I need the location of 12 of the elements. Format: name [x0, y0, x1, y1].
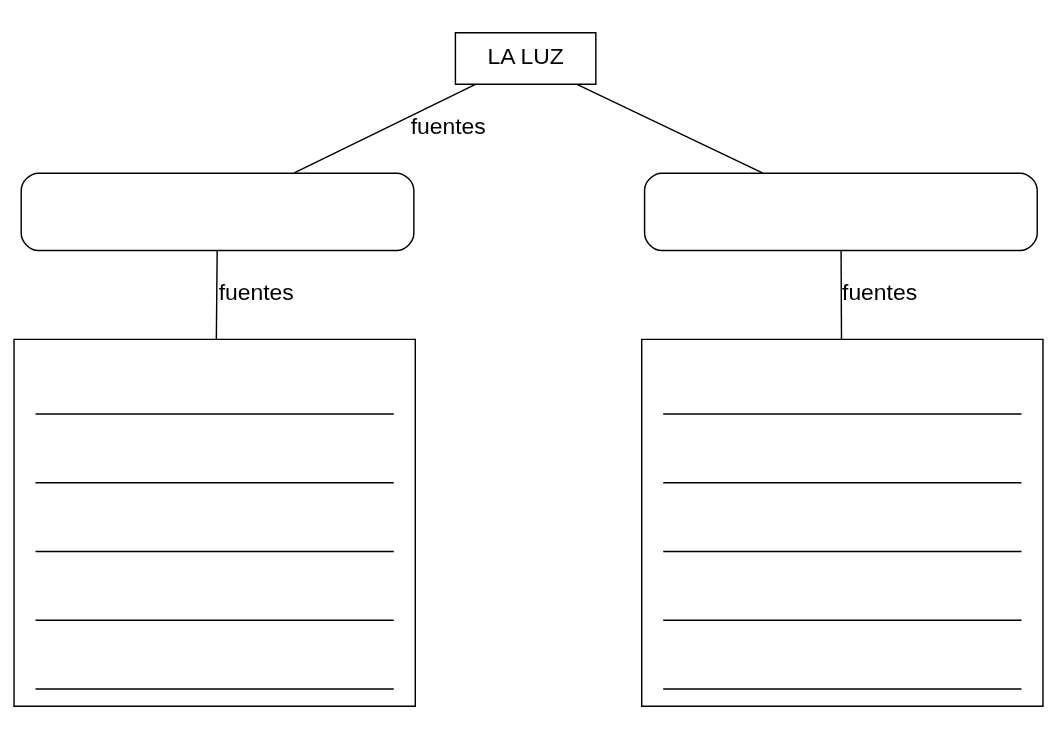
connector: [215, 249, 218, 340]
node-box: [13, 338, 416, 707]
edge-label: fuentes: [410, 112, 486, 139]
node-box: [641, 338, 1044, 707]
node-box: LA LUZ: [454, 31, 597, 85]
edge-label: fuentes: [218, 278, 294, 305]
node-box: [20, 171, 415, 251]
connector: [293, 83, 477, 174]
node-box: [643, 171, 1038, 251]
connector: [576, 83, 764, 174]
edge-label: fuentes: [842, 278, 918, 305]
connector: [840, 249, 843, 340]
